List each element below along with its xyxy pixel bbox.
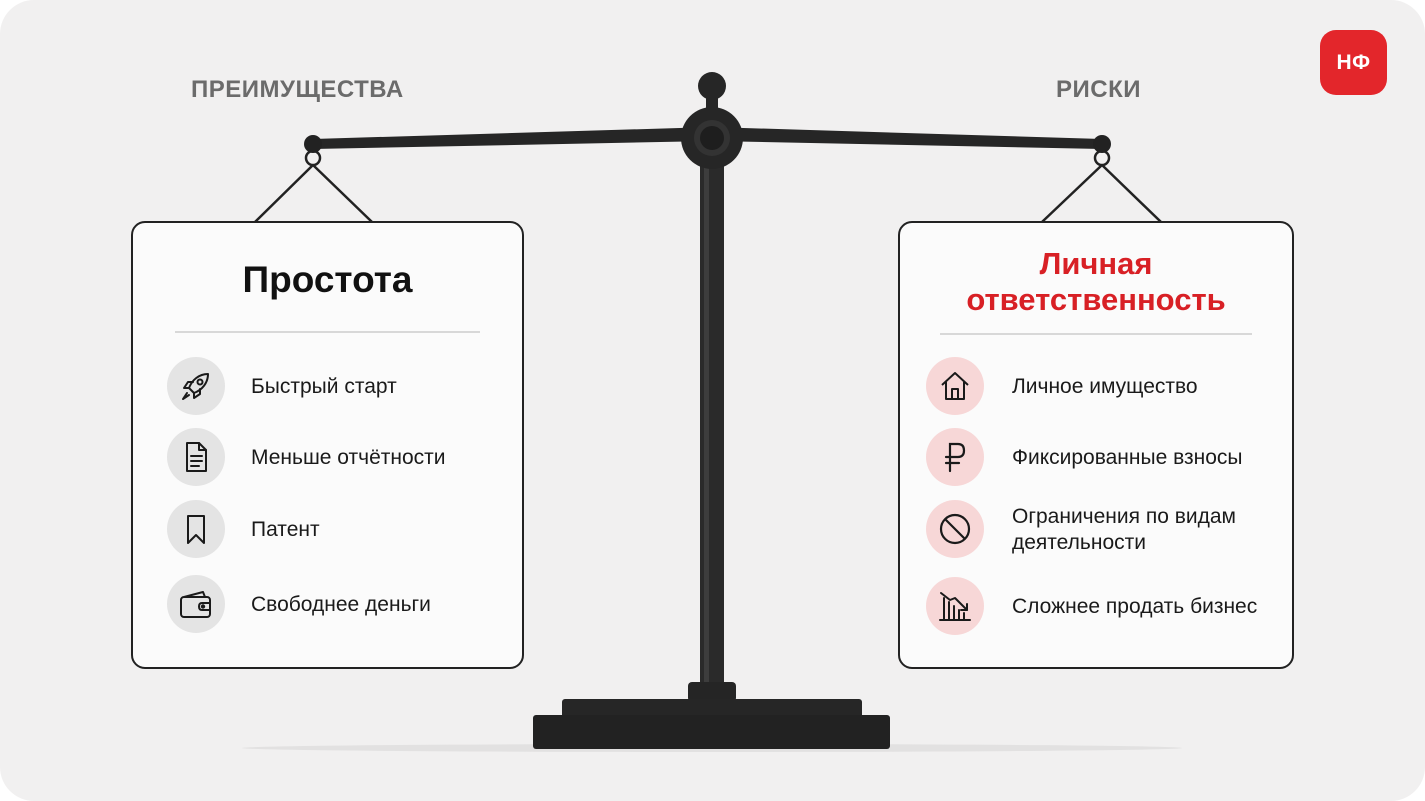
risks-heading-line2: ответственность bbox=[966, 282, 1226, 317]
risks-heading: Личная ответственность bbox=[900, 246, 1292, 318]
brand-logo: НФ bbox=[1320, 30, 1387, 95]
item-label: Свободнее деньги bbox=[251, 593, 431, 616]
item-label: Патент bbox=[251, 518, 320, 541]
list-item: Личное имущество bbox=[900, 357, 1292, 417]
list-item: Сложнее продать бизнес bbox=[900, 577, 1292, 637]
risks-panel: Личная ответственность Личное имущество bbox=[898, 221, 1294, 669]
declining-chart-icon bbox=[926, 577, 984, 635]
list-item: Меньше отчётности bbox=[133, 428, 522, 488]
list-item: Фиксированные взносы bbox=[900, 428, 1292, 488]
advantages-heading: Простота bbox=[242, 259, 413, 300]
list-item: Патент bbox=[133, 500, 522, 560]
item-label: Сложнее продать бизнес bbox=[1012, 595, 1258, 618]
item-label: Меньше отчётности bbox=[251, 446, 446, 469]
risks-title: РИСКИ bbox=[1056, 76, 1141, 103]
document-icon bbox=[167, 428, 225, 486]
house-icon bbox=[926, 357, 984, 415]
rocket-icon bbox=[167, 357, 225, 415]
divider bbox=[940, 333, 1252, 335]
list-item: Свободнее деньги bbox=[133, 575, 522, 635]
risks-heading-line1: Личная bbox=[1039, 246, 1153, 281]
advantages-panel: Простота Быстрый старт bbox=[131, 221, 524, 669]
list-item: Быстрый старт bbox=[133, 357, 522, 417]
prohibited-icon bbox=[926, 500, 984, 558]
item-label-line2: деятельности bbox=[1012, 531, 1146, 554]
ruble-icon bbox=[926, 428, 984, 486]
item-label: Личное имущество bbox=[1012, 375, 1198, 398]
item-label-line1: Ограничения по видам bbox=[1012, 505, 1236, 528]
item-label: Фиксированные взносы bbox=[1012, 446, 1243, 469]
list-item: Ограничения по видам деятельности bbox=[900, 500, 1292, 560]
bookmark-icon bbox=[167, 500, 225, 558]
wallet-icon bbox=[167, 575, 225, 633]
divider bbox=[175, 331, 480, 333]
advantages-title: ПРЕИМУЩЕСТВА bbox=[191, 76, 404, 103]
item-label: Ограничения по видам деятельности bbox=[1012, 504, 1282, 556]
item-label: Быстрый старт bbox=[251, 375, 397, 398]
